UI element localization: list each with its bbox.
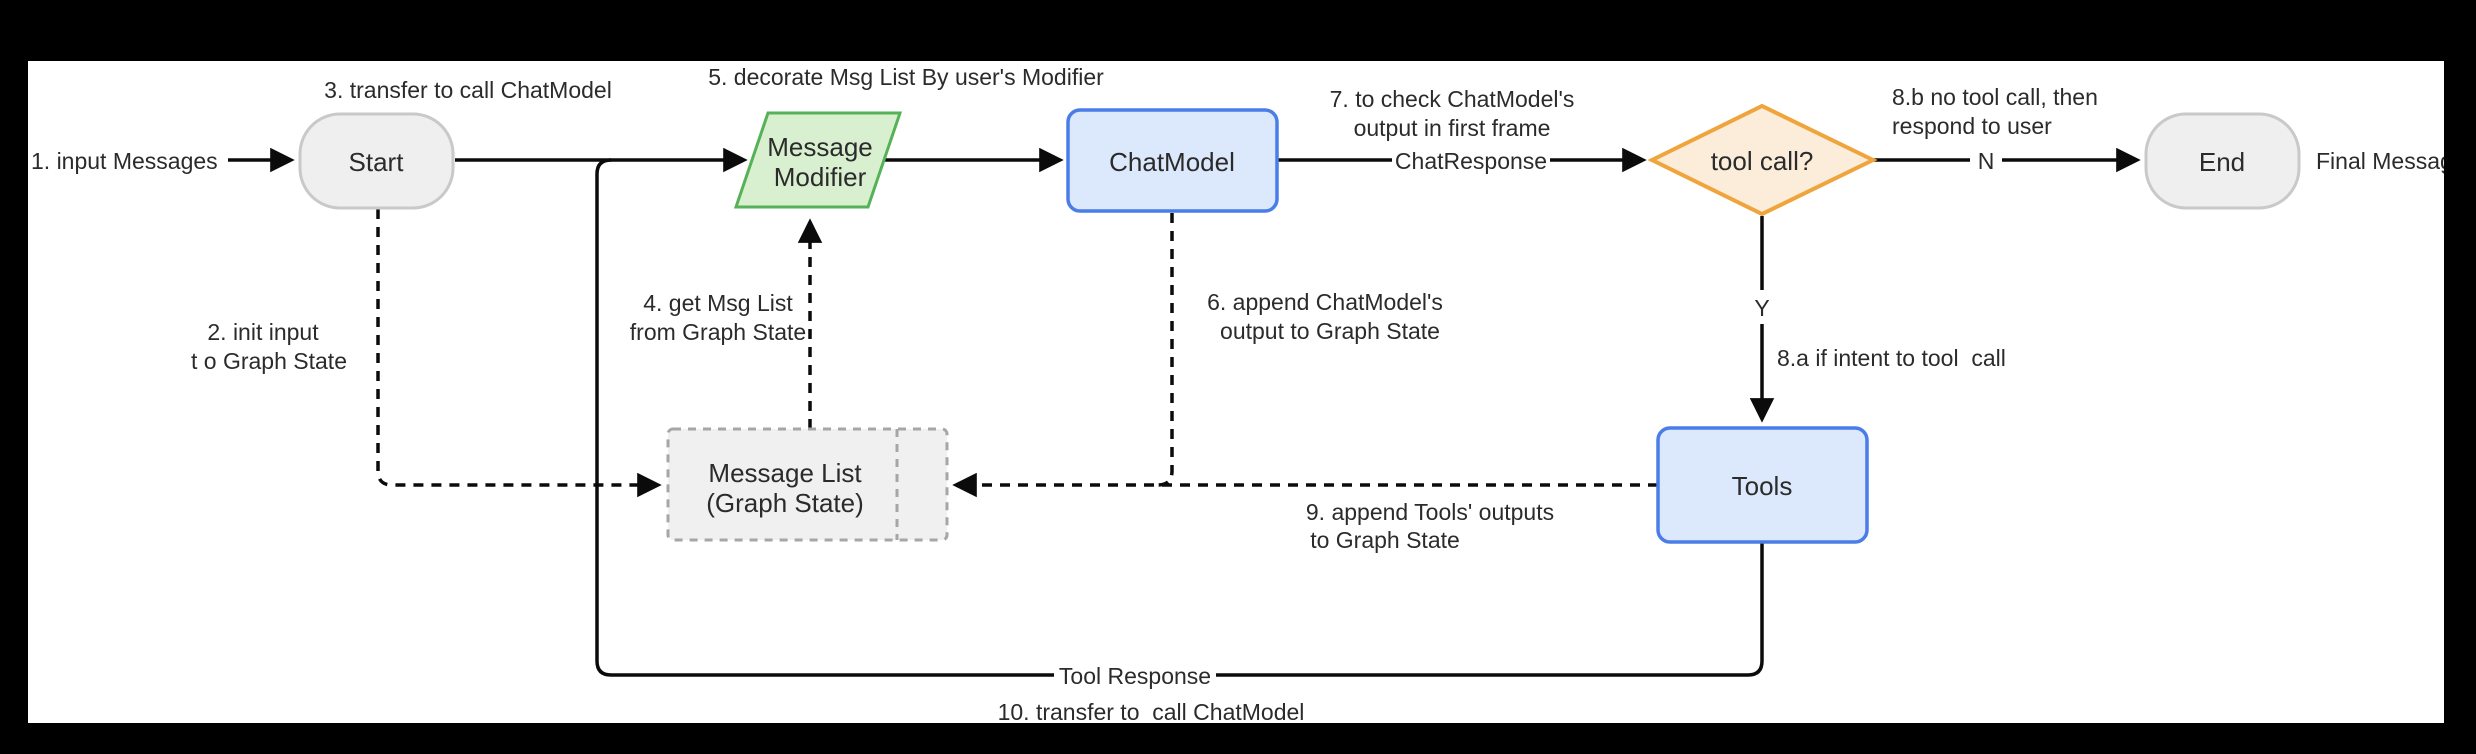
start-node-label: Start [349,147,405,177]
step8b-annotation-line1: 8.b no tool call, then [1892,84,2098,110]
y-branch-label: Y [1754,295,1769,321]
end-node [2144,112,2301,210]
y-label-bg [1746,290,1778,324]
step9-annotation-line2: to Graph State [1310,527,1460,553]
chatresponse-label-bg [1392,143,1550,177]
step8a-annotation: 8.a if intent to tool call [1777,345,2006,371]
tool-call-decision-node [1647,103,1878,217]
step6-annotation-line2: output to Graph State [1220,318,1440,344]
step4-annotation-line2: from Graph State [630,319,806,345]
step2-annotation-line1: 2. init input [207,319,319,345]
start-node [298,112,455,210]
step9-annotation-line1: 9. append Tools' outputs [1306,499,1554,525]
step2-annotation-line2: t o Graph State [191,348,347,374]
step3-annotation: 3. transfer to call ChatModel [324,77,612,103]
step1-annotation: 1. input Messages [31,148,218,174]
message-modifier-label-line2: Modifier [774,162,867,192]
message-list-label-line1: Message List [708,458,862,488]
tool-response-label-bg [1054,658,1216,692]
chatmodel-node [1066,108,1279,213]
final-message-annotation: Final Message [2316,148,2466,174]
chatmodel-node-label: ChatModel [1109,147,1235,177]
edge-start-to-messagelist [376,209,662,498]
tool-call-decision-label: tool call? [1711,146,1814,176]
tools-node [1656,426,1869,544]
step5-annotation: 5. decorate Msg List By user's Modifier [708,64,1104,90]
chatresponse-label: ChatResponse [1395,148,1547,174]
end-node-label: End [2199,147,2245,177]
edge-tools-to-modifier-loop [595,158,1764,677]
message-list-node [666,427,949,542]
tool-response-label: Tool Response [1059,663,1211,689]
step10-annotation: 10. transfer to call ChatModel [998,699,1305,725]
message-modifier-label-line1: Message [767,132,873,162]
message-modifier-node [733,111,903,209]
edge-chatmodel-to-messagelist [1157,213,1174,487]
step6-annotation-line1: 6. append ChatModel's [1207,289,1443,315]
tools-node-label: Tools [1732,471,1793,501]
step7-annotation-line1: 7. to check ChatModel's [1330,86,1575,112]
step4-annotation-line1: 4. get Msg List [643,290,793,316]
step7-annotation-line2: output in first frame [1354,115,1551,141]
n-label-bg [1970,143,2002,177]
message-list-label-line2: (Graph State) [706,488,864,518]
n-branch-label: N [1978,148,1995,174]
step8b-annotation-line2: respond to user [1892,113,2052,139]
